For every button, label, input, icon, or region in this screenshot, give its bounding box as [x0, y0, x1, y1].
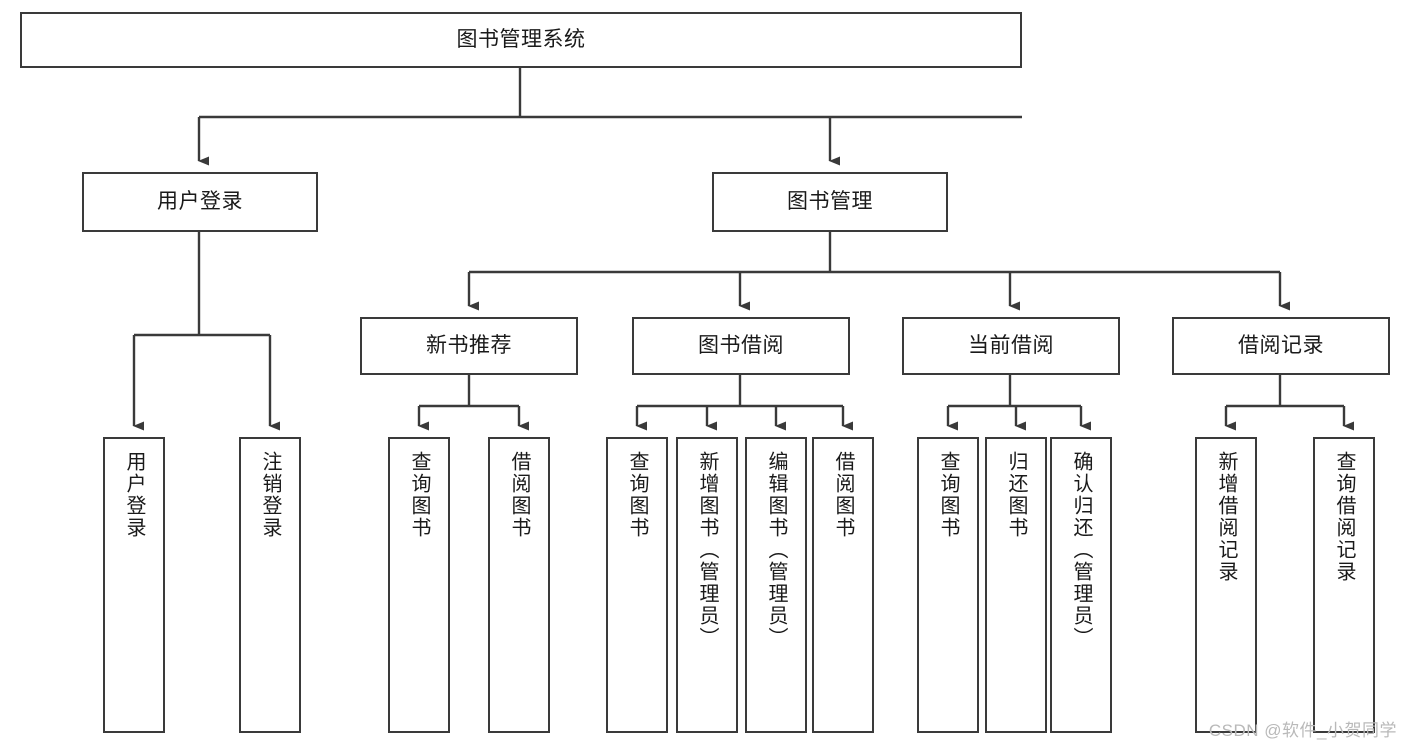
node-leaf-edit-book-label: 编辑图书（管理员） — [765, 451, 787, 649]
node-leaf-add-record[interactable]: 新增借阅记录 — [1195, 437, 1257, 733]
node-user-login[interactable]: 用户登录 — [82, 172, 318, 232]
node-leaf-edit-book[interactable]: 编辑图书（管理员） — [745, 437, 807, 733]
node-leaf-borrow-book-1-label: 借阅图书 — [508, 451, 530, 539]
node-leaf-query-book-3[interactable]: 查询图书 — [917, 437, 979, 733]
node-borrow-record-label: 借阅记录 — [1238, 333, 1324, 357]
node-leaf-query-book-1-label: 查询图书 — [408, 451, 430, 539]
node-leaf-add-book-label: 新增图书（管理员） — [696, 451, 718, 649]
node-leaf-confirm-return[interactable]: 确认归还（管理员） — [1050, 437, 1112, 733]
node-leaf-query-book-2-label: 查询图书 — [626, 451, 648, 539]
node-root-label: 图书管理系统 — [456, 27, 586, 51]
node-leaf-borrow-book-1[interactable]: 借阅图书 — [488, 437, 550, 733]
node-borrow-record[interactable]: 借阅记录 — [1172, 317, 1390, 375]
node-leaf-query-book-2[interactable]: 查询图书 — [606, 437, 668, 733]
node-leaf-query-book-1[interactable]: 查询图书 — [388, 437, 450, 733]
node-leaf-add-book[interactable]: 新增图书（管理员） — [676, 437, 738, 733]
node-leaf-user-login[interactable]: 用户登录 — [103, 437, 165, 733]
node-current-borrow[interactable]: 当前借阅 — [902, 317, 1120, 375]
node-book-management[interactable]: 图书管理 — [712, 172, 948, 232]
node-leaf-logout-login[interactable]: 注销登录 — [239, 437, 301, 733]
node-leaf-return-book[interactable]: 归还图书 — [985, 437, 1047, 733]
node-leaf-borrow-book-2-label: 借阅图书 — [832, 451, 854, 539]
node-user-login-label: 用户登录 — [157, 189, 243, 213]
node-leaf-add-record-label: 新增借阅记录 — [1215, 451, 1237, 583]
node-leaf-return-book-label: 归还图书 — [1005, 451, 1027, 539]
node-leaf-query-book-3-label: 查询图书 — [937, 451, 959, 539]
node-new-book-recommend[interactable]: 新书推荐 — [360, 317, 578, 375]
node-book-borrow[interactable]: 图书借阅 — [632, 317, 850, 375]
node-leaf-query-record-label: 查询借阅记录 — [1333, 451, 1355, 583]
node-root[interactable]: 图书管理系统 — [20, 12, 1022, 68]
node-current-borrow-label: 当前借阅 — [968, 333, 1054, 357]
node-book-borrow-label: 图书借阅 — [698, 333, 784, 357]
node-leaf-query-record[interactable]: 查询借阅记录 — [1313, 437, 1375, 733]
node-leaf-confirm-return-label: 确认归还（管理员） — [1070, 451, 1092, 649]
node-book-management-label: 图书管理 — [787, 189, 873, 213]
node-leaf-logout-login-label: 注销登录 — [259, 451, 281, 539]
node-new-book-recommend-label: 新书推荐 — [426, 333, 512, 357]
node-leaf-borrow-book-2[interactable]: 借阅图书 — [812, 437, 874, 733]
node-leaf-user-login-label: 用户登录 — [123, 451, 145, 539]
